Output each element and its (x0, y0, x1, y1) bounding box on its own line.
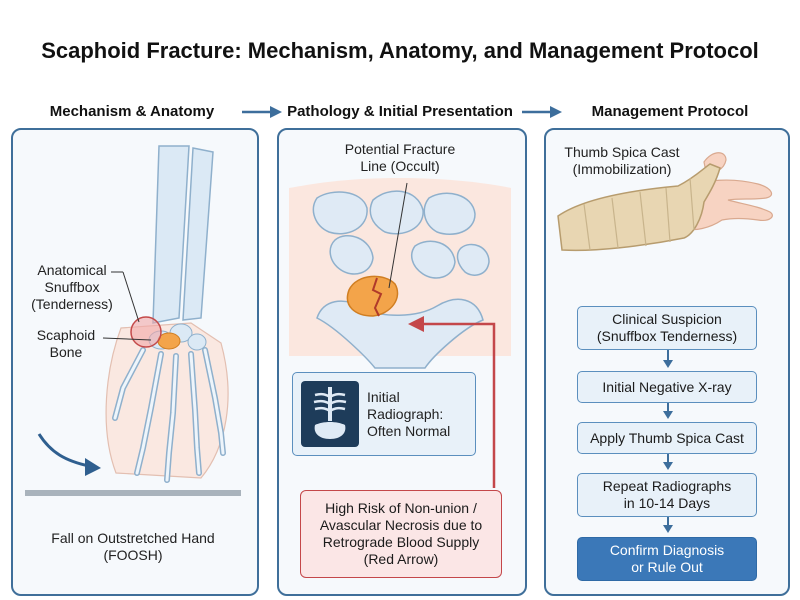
cast-label: Thumb Spica Cast (Immobilization) (564, 144, 680, 177)
down-arrow-icon (663, 517, 673, 533)
scaphoid-label: Scaphoid Bone (36, 327, 96, 360)
step-repeat-radiographs: Repeat Radiographs in 10-14 Days (577, 473, 757, 517)
retrograde-blood-supply-arrow (408, 316, 496, 488)
foosh-label: Fall on Outstretched Hand (FOOSH) (51, 530, 215, 563)
fracture-line-label: Potential Fracture Line (Occult) (344, 141, 456, 174)
down-arrow-icon (663, 454, 673, 470)
down-arrow-icon (663, 350, 673, 368)
hand-skeleton-illustration (25, 145, 241, 496)
step-apply-cast: Apply Thumb Spica Cast (577, 422, 757, 454)
risk-box: High Risk of Non-union / Avascular Necro… (300, 490, 502, 578)
wrist-xray-illustration (289, 178, 511, 369)
initial-radiograph-box: Initial Radiograph: Often Normal (292, 372, 476, 456)
step-confirm-diagnosis: Confirm Diagnosis or Rule Out (577, 537, 757, 581)
column-heading-pathology: Pathology & Initial Presentation (287, 103, 513, 120)
flow-arrow-icon (522, 106, 562, 118)
step-clinical-suspicion: Clinical Suspicion (Snuffbox Tenderness) (577, 306, 757, 350)
thumb-spica-cast-illustration (557, 152, 773, 252)
flow-arrow-icon (242, 106, 282, 118)
step-initial-negative-xray: Initial Negative X-ray (577, 371, 757, 403)
down-arrow-icon (663, 403, 673, 419)
radiograph-label: Initial Radiograph: Often Normal (367, 388, 451, 439)
column-heading-mechanism: Mechanism & Anatomy (49, 103, 215, 120)
snuffbox-label: Anatomical Snuffbox (Tenderness) (31, 262, 113, 312)
page-title: Scaphoid Fracture: Mechanism, Anatomy, a… (41, 38, 759, 63)
xray-skeleton-icon (301, 381, 359, 447)
column-heading-management: Management Protocol (591, 103, 749, 120)
